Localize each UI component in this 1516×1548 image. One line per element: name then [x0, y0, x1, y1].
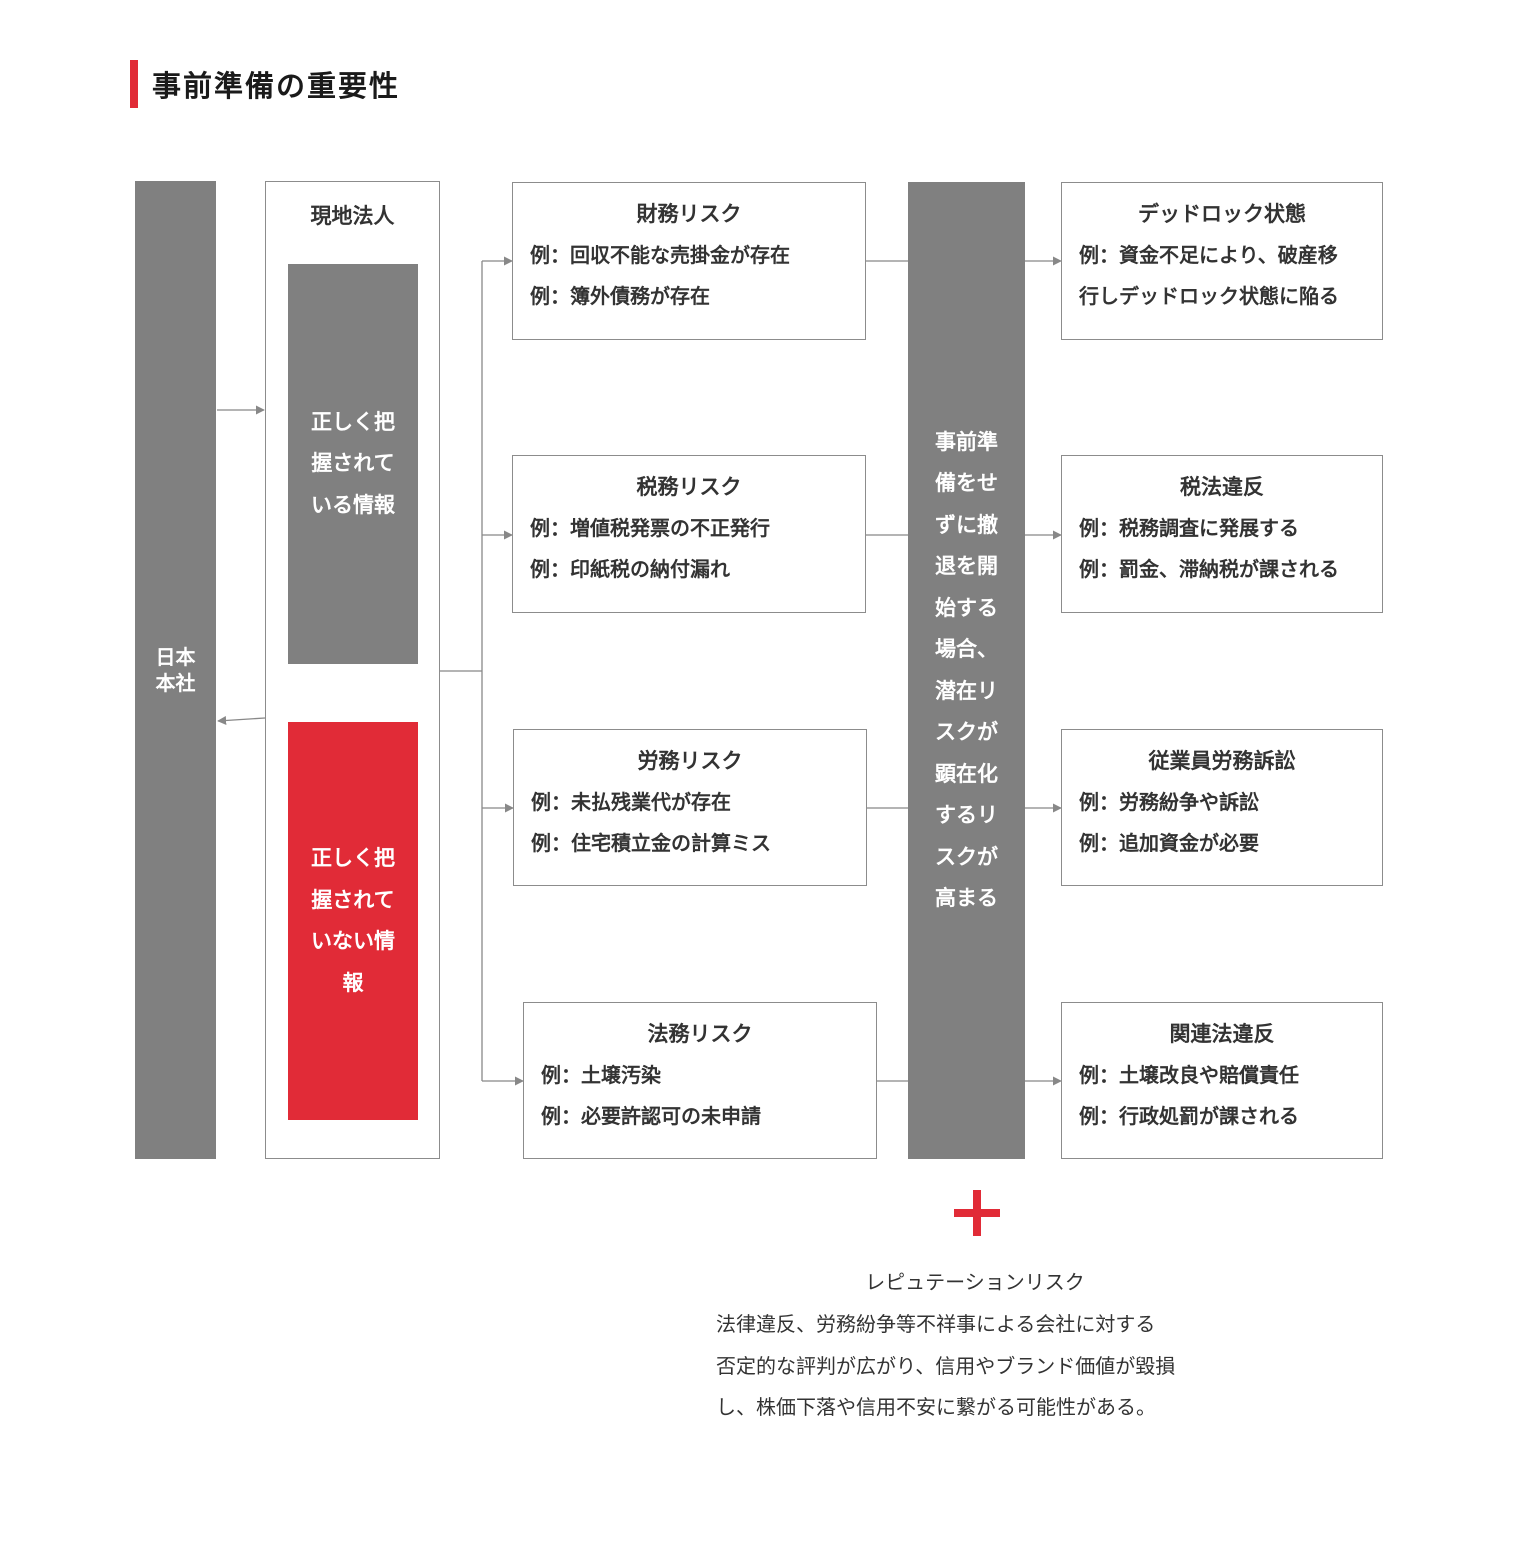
risk-example: 例：回収不能な売掛金が存在	[530, 243, 790, 267]
risk-title: 財務リスク	[636, 202, 742, 226]
title-accent-bar	[130, 60, 138, 108]
risk-example: 例：土壌汚染	[541, 1063, 661, 1087]
outcome-title: 税法違反	[1180, 475, 1264, 499]
outcome-title: 関連法違反	[1169, 1022, 1275, 1046]
reputation-line: し、株価下落や信用不安に繋がる可能性がある。	[716, 1395, 1156, 1419]
subsidiary-title: 現地法人	[310, 204, 395, 228]
risk-box-legal: 法務リスク 例：土壌汚染 例：必要許認可の未申請	[523, 1002, 877, 1159]
risk-box-tax: 税務リスク 例：増値税発票の不正発行 例：印紙税の納付漏れ	[512, 455, 866, 613]
risk-example: 例：増値税発票の不正発行	[530, 516, 770, 540]
headquarters-label: 日本 本社	[155, 645, 196, 695]
risk-example: 例：住宅積立金の計算ミス	[531, 831, 771, 855]
outcome-example: 例：罰金、滞納税が課される	[1079, 557, 1339, 581]
risk-box-financial: 財務リスク 例：回収不能な売掛金が存在 例：簿外債務が存在	[512, 182, 866, 340]
reputation-line: 法律違反、労務紛争等不祥事による会社に対する	[716, 1312, 1156, 1336]
outcome-box-labor-lawsuit: 従業員労務訴訟 例：労務紛争や訴訟 例：追加資金が必要	[1061, 729, 1383, 886]
outcome-example: 例：土壌改良や賠償責任	[1079, 1063, 1299, 1087]
plus-icon	[954, 1190, 1000, 1236]
unknown-info-box: 正しく把握されていない情報	[288, 722, 418, 1120]
page-title: 事前準備の重要性	[152, 69, 401, 103]
risk-title: 労務リスク	[637, 749, 743, 773]
center-warning-text: 事前準備をせずに撤退を開始する場合、潜在リスクが顕在化するリスクが高まる	[935, 429, 998, 911]
outcome-box-law-violation: 関連法違反 例：土壌改良や賠償責任 例：行政処罰が課される	[1061, 1002, 1383, 1159]
center-warning-box: 事前準備をせずに撤退を開始する場合、潜在リスクが顕在化するリスクが高まる	[908, 182, 1025, 1159]
unknown-info-label: 正しく把握されていない情報	[311, 846, 395, 995]
outcome-title: 従業員労務訴訟	[1148, 749, 1296, 773]
risk-example: 例：印紙税の納付漏れ	[530, 557, 730, 581]
known-info-label: 正しく把握されている情報	[311, 409, 395, 517]
outcome-box-deadlock: デッドロック状態 例：資金不足により、破産移 行しデッドロック状態に陥る	[1061, 182, 1383, 340]
outcome-example: 例：税務調査に発展する	[1079, 516, 1299, 540]
outcome-example: 例：資金不足により、破産移	[1079, 243, 1338, 267]
headquarters-box: 日本 本社	[135, 181, 216, 1159]
outcome-example: 例：労務紛争や訴訟	[1079, 790, 1259, 814]
reputation-line: 否定的な評判が広がり、信用やブランド価値が毀損	[716, 1353, 1176, 1378]
risk-box-labor: 労務リスク 例：未払残業代が存在 例：住宅積立金の計算ミス	[513, 729, 867, 886]
outcome-example: 行しデッドロック状態に陥る	[1079, 284, 1339, 308]
outcome-box-tax-violation: 税法違反 例：税務調査に発展する 例：罰金、滞納税が課される	[1061, 455, 1383, 613]
risk-title: 法務リスク	[647, 1022, 753, 1046]
reputation-risk-title: レピュテーションリスク	[865, 1270, 1085, 1294]
risk-example: 例：簿外債務が存在	[530, 284, 710, 308]
outcome-title: デッドロック状態	[1138, 202, 1306, 226]
subsidiary-box: 現地法人 正しく把握されている情報 正しく把握されていない情報	[265, 181, 440, 1159]
risk-example: 例：未払残業代が存在	[531, 790, 731, 814]
reputation-risk-description: 法律違反、労務紛争等不祥事による会社に対する 否定的な評判が広がり、信用やブラン…	[716, 1304, 1236, 1429]
risk-example: 例：必要許認可の未申請	[541, 1104, 761, 1128]
arrow-subsidiary-to-hq	[217, 715, 266, 725]
risk-title: 税務リスク	[636, 475, 742, 499]
outcome-example: 例：追加資金が必要	[1079, 831, 1259, 855]
known-info-box: 正しく把握されている情報	[288, 264, 418, 664]
outcome-example: 例：行政処罰が課される	[1079, 1104, 1299, 1128]
